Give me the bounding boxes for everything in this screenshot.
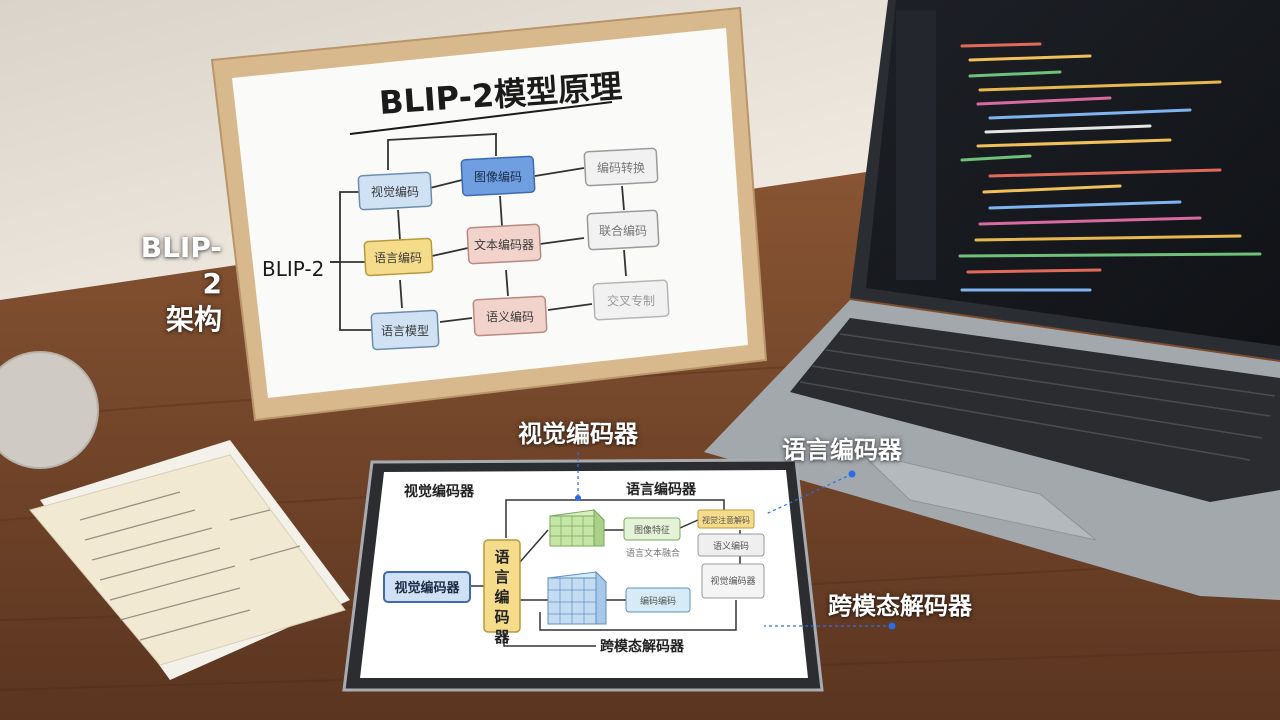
svg-text:视觉编码器: 视觉编码器 [394, 580, 460, 596]
cube-bottom [546, 570, 608, 625]
laptop-trackpad [858, 451, 1097, 541]
caption-line-2: 架构 [165, 303, 222, 336]
cross-modal-decoder-caption: 跨模态解码器 [828, 592, 972, 620]
tablet-box-4: 语义编码 [697, 533, 765, 557]
wb-node-1: 图像编码 [460, 155, 536, 197]
tablet-box-2: 编码编码 [625, 587, 691, 613]
svg-text:联合编码: 联合编码 [599, 223, 647, 238]
tablet-box-5: 视觉编码器 [701, 563, 765, 599]
tablet-vertical-box-label: 语言编码器 [493, 548, 510, 646]
tablet-heading-left: 视觉编码器 [404, 483, 475, 500]
tablet-box-3: 视觉注意解码 [697, 509, 755, 529]
wb-node-4: 文本编码器 [466, 223, 542, 265]
wb-node-6: 语言模型 [370, 309, 440, 351]
keyboard-rows [799, 333, 1276, 461]
svg-text:交叉专制: 交叉专制 [607, 293, 655, 308]
cube-top [548, 508, 606, 547]
callout-dots [575, 470, 896, 630]
title-underline [349, 101, 613, 135]
language-encoder-caption: 语言编码器 [782, 436, 902, 464]
svg-text:语言编码: 语言编码 [374, 250, 422, 265]
tablet-input-box: 视觉编码器 [383, 571, 471, 603]
wb-node-5: 联合编码 [586, 209, 660, 251]
tablet-bottom-label: 跨模态解码器 [600, 638, 685, 655]
laptop-sidebar [896, 10, 936, 280]
svg-text:语义编码: 语义编码 [713, 540, 749, 552]
tablet-connectors [470, 499, 741, 647]
svg-text:视觉编码器: 视觉编码器 [710, 575, 755, 587]
root-label: BLIP-2 [262, 257, 324, 281]
tablet: 视觉编码器 语言编码器 视觉编码器 语言编码器 [342, 458, 824, 692]
marble-coaster [0, 351, 99, 469]
laptop [704, 0, 1280, 600]
svg-text:视觉编码: 视觉编码 [371, 184, 419, 199]
code-lines [958, 42, 1262, 292]
wb-node-7: 语义编码 [472, 295, 548, 337]
wb-node-3: 语言编码 [363, 237, 434, 277]
paper-notes [29, 440, 350, 680]
tablet-box-0: 图像特征 [623, 517, 681, 541]
svg-text:视觉注意解码: 视觉注意解码 [702, 515, 750, 525]
svg-text:编码编码: 编码编码 [640, 595, 676, 607]
svg-text:文本编码器: 文本编码器 [474, 237, 534, 252]
wb-node-2: 编码转换 [583, 147, 659, 187]
tablet-box-1-label: 语言文本融合 [626, 547, 680, 559]
whiteboard: BLIP-2模型原理 BLIP-2 视觉编码 图像 [210, 6, 768, 422]
callout-pointers [577, 452, 892, 627]
blip2-architecture-caption: BLIP-2 架构 [122, 230, 222, 338]
svg-text:图像编码: 图像编码 [474, 169, 522, 184]
svg-text:语言模型: 语言模型 [381, 324, 429, 338]
caption-line-1: BLIP-2 [140, 231, 222, 300]
laptop-keyboard [790, 318, 1280, 502]
svg-text:语义编码: 语义编码 [486, 309, 534, 324]
wb-node-8: 交叉专制 [592, 279, 670, 321]
svg-text:编码转换: 编码转换 [597, 160, 645, 175]
whiteboard-connectors [330, 133, 627, 331]
svg-text:图像特征: 图像特征 [634, 524, 670, 536]
tablet-heading-right: 语言编码器 [626, 481, 697, 498]
wb-node-0: 视觉编码 [357, 171, 433, 211]
visual-encoder-caption: 视觉编码器 [518, 420, 638, 448]
tablet-vertical-box: 语言编码器 [483, 539, 521, 646]
